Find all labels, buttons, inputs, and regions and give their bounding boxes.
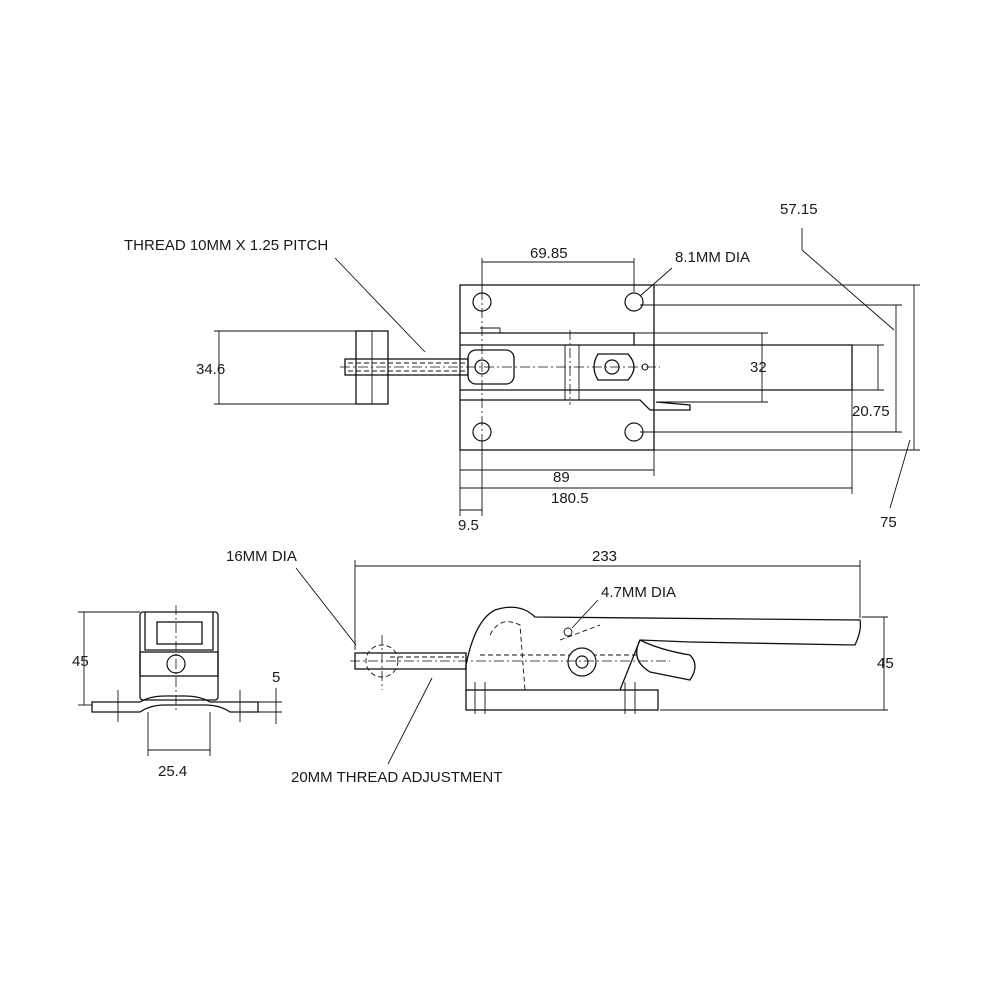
leader-line	[889, 439, 911, 509]
clamp-body	[465, 606, 862, 691]
side-base	[465, 689, 659, 711]
lock-lever	[636, 639, 696, 681]
leader-line	[387, 677, 433, 765]
leader-line	[801, 249, 895, 331]
label-pin-dia: 4.7MM DIA	[601, 584, 676, 601]
leader-line	[639, 267, 673, 297]
label-hole-dia: 8.1MM DIA	[675, 249, 750, 266]
dim-20-75: 20.75	[852, 403, 890, 420]
end-frame	[144, 612, 214, 651]
label-thread-pitch: THREAD 10MM X 1.25 PITCH	[124, 237, 328, 254]
pivot-pin	[575, 655, 589, 669]
hidden-line	[559, 624, 601, 641]
end-base-flange	[91, 695, 259, 713]
end-view: 45 5 25.4	[72, 605, 282, 780]
dim-25-4: 25.4	[158, 763, 187, 780]
leader-line	[295, 567, 357, 646]
dim-32: 32	[750, 359, 767, 376]
mounting-hole	[624, 292, 644, 312]
dim-69-85: 69.85	[530, 245, 568, 262]
dim-75: 75	[880, 514, 897, 531]
dim-45-right: 45	[877, 655, 894, 672]
leader-line	[571, 599, 599, 629]
dim-45-left: 45	[72, 653, 89, 670]
clamp-pivot-block	[564, 344, 580, 401]
dim-9-5: 9.5	[458, 517, 479, 534]
frame-rail-top	[460, 332, 635, 345]
end-link	[156, 621, 203, 645]
frame-rail-bottom	[460, 399, 691, 411]
base-plate	[459, 284, 655, 451]
dim-57-15: 57.15	[780, 201, 818, 218]
handle-body	[460, 344, 853, 391]
dim-180-5: 180.5	[551, 490, 589, 507]
label-bolt-dia: 16MM DIA	[226, 548, 297, 565]
side-view: 233 16MM DIA 4.7MM DIA 45 20MM THREAD AD…	[226, 548, 894, 786]
hidden-line	[489, 621, 526, 691]
dim-89: 89	[553, 469, 570, 486]
dim-5: 5	[272, 669, 280, 686]
end-handle	[139, 651, 219, 677]
label-thread-adjust: 20MM THREAD ADJUSTMENT	[291, 769, 502, 786]
leader-line	[334, 257, 426, 353]
clamp-hook	[593, 353, 635, 381]
dim-34-6: 34.6	[196, 361, 225, 378]
top-view: 69.85 8.1MM DIA THREAD 10MM X 1.25 PITCH…	[124, 201, 920, 534]
frame-tab	[480, 327, 501, 333]
dim-233: 233	[592, 548, 617, 565]
small-pin-hole	[563, 627, 573, 637]
